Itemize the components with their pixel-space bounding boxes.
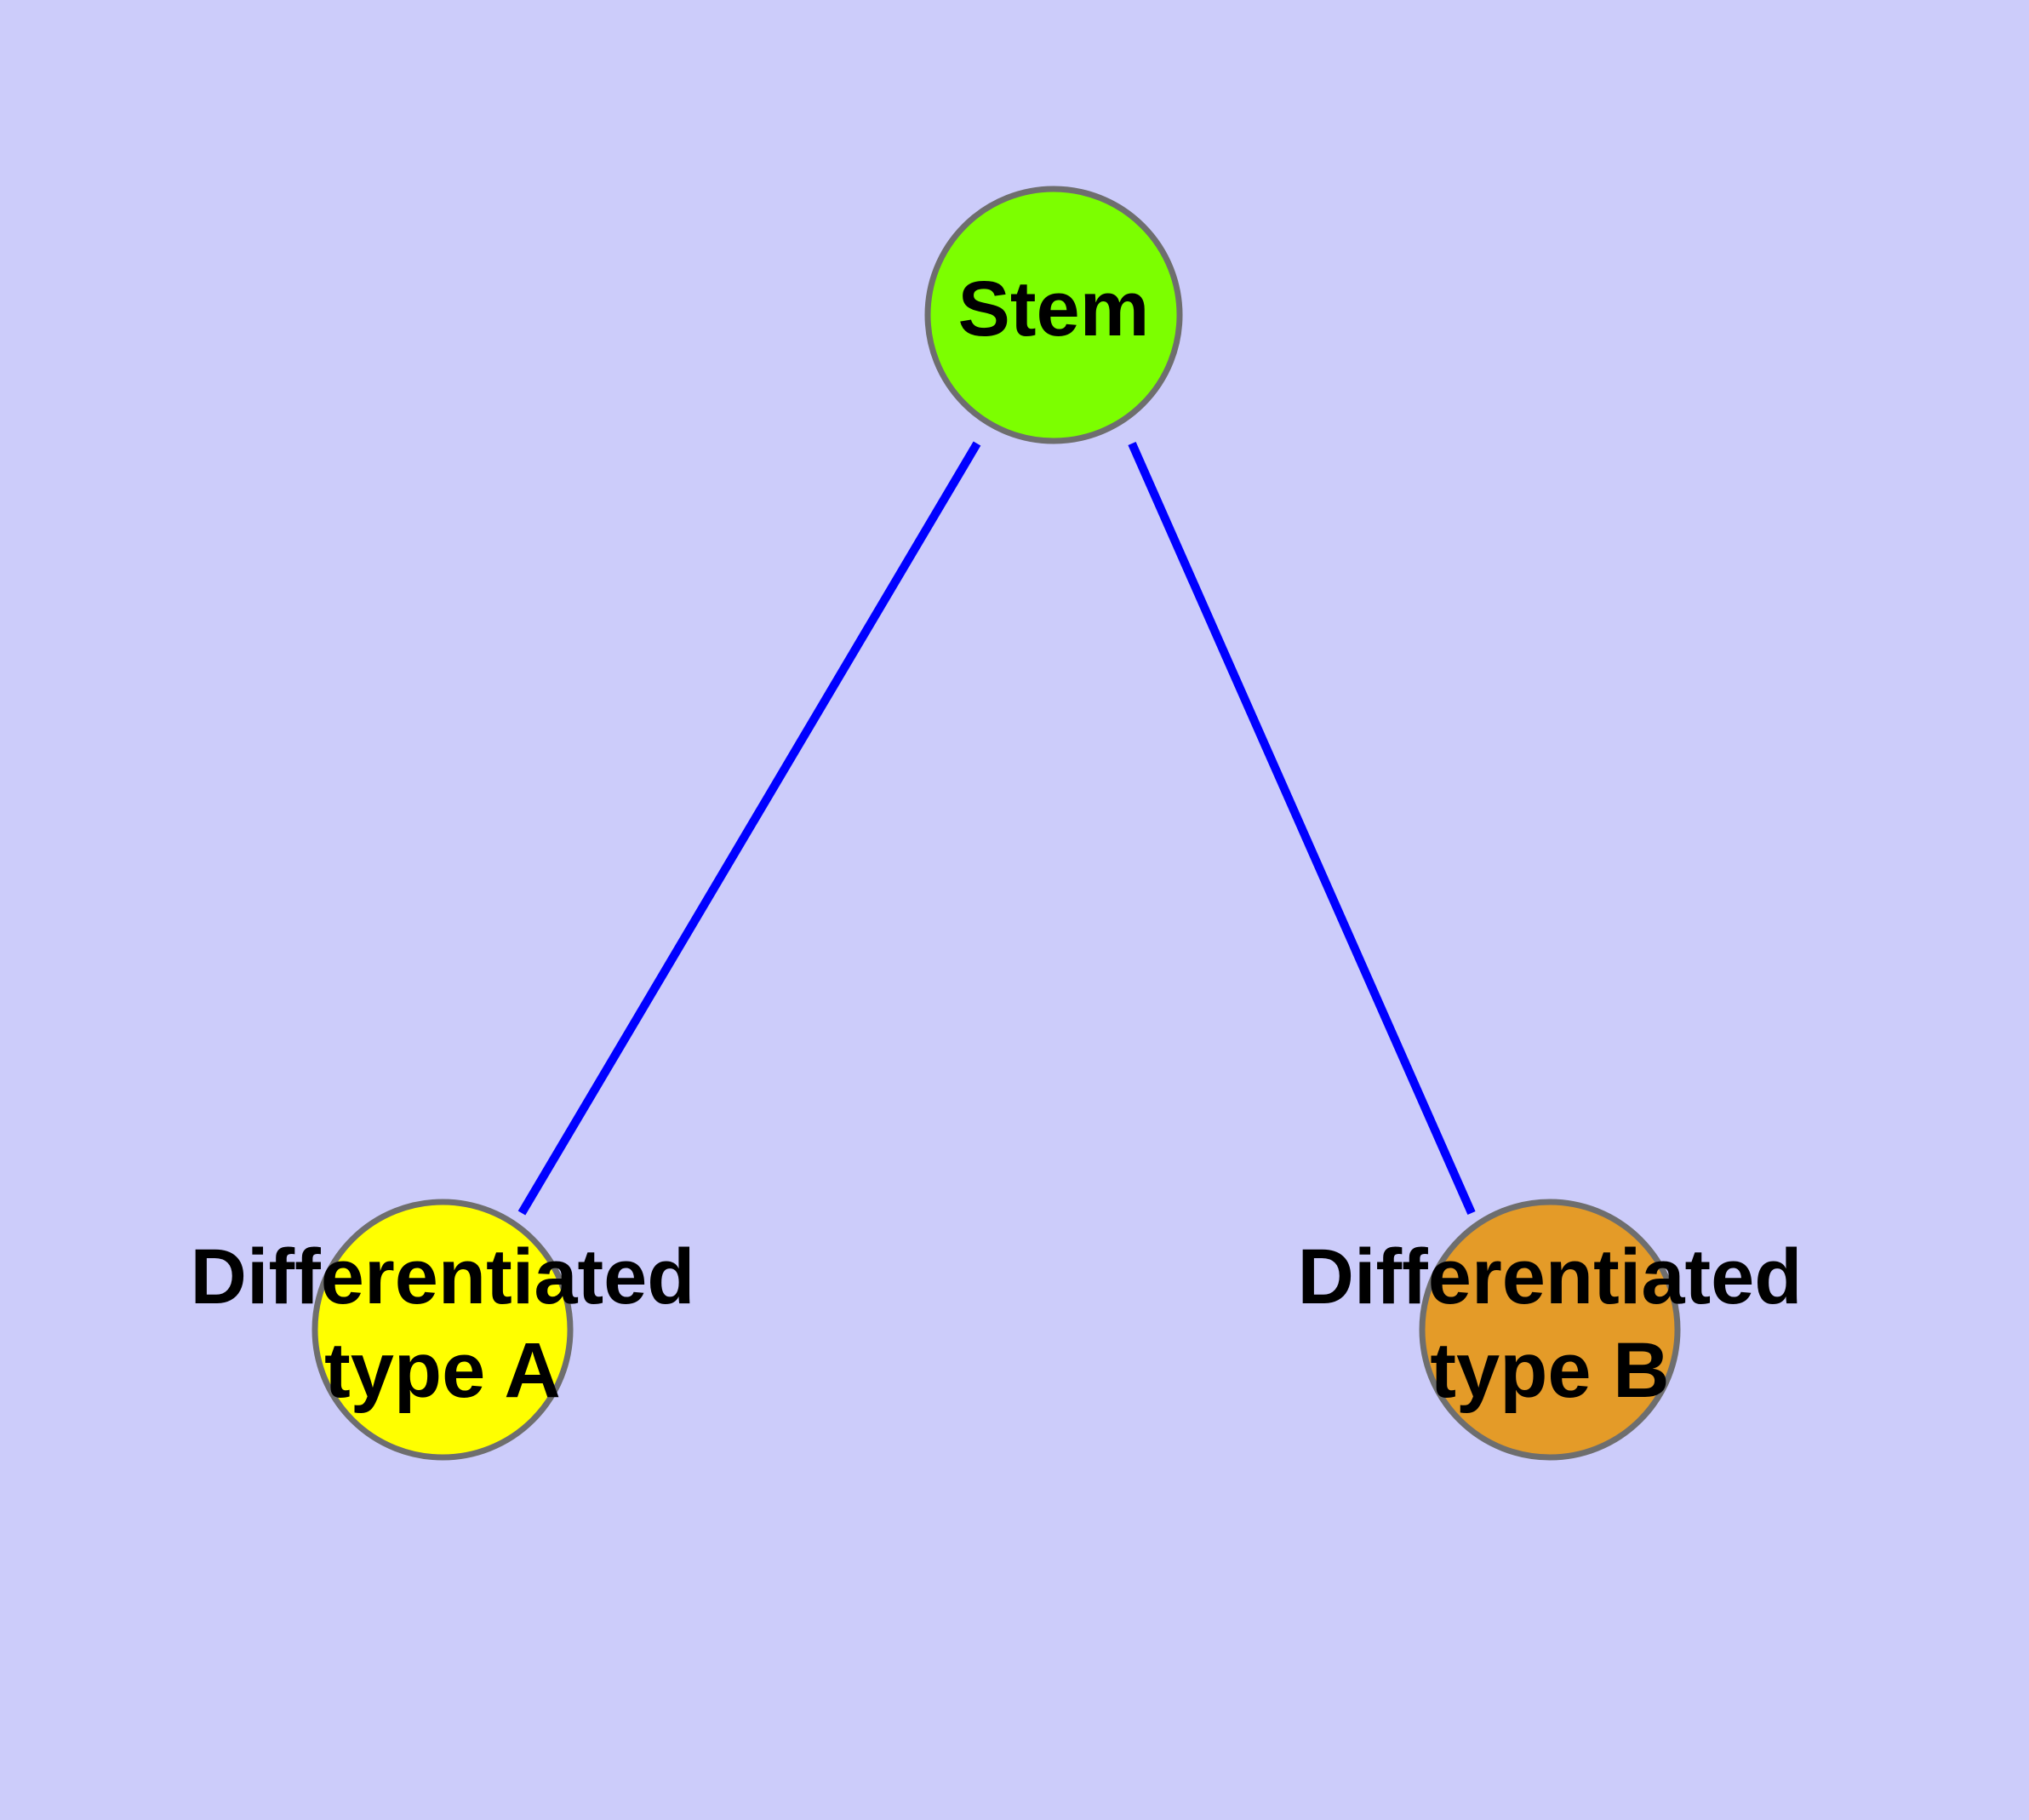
node-diff_b[interactable] xyxy=(1419,1199,1681,1461)
node-label-line: Differentiated xyxy=(191,1233,695,1320)
node-label-line: Differentiated xyxy=(1298,1233,1803,1320)
edge-layer xyxy=(517,441,1476,1216)
edge-stem-to-diff_b[interactable] xyxy=(1128,441,1476,1216)
node-label-stem: Stem xyxy=(958,266,1150,352)
node-label-line: type A xyxy=(324,1327,561,1414)
node-label-line: type B xyxy=(1430,1327,1669,1414)
node-label-line: Stem xyxy=(958,266,1150,352)
edge-stem-to-diff_a[interactable] xyxy=(517,441,981,1216)
node-stem[interactable] xyxy=(924,186,1183,444)
node-layer xyxy=(311,186,1681,1461)
node-diff_a[interactable] xyxy=(311,1199,574,1461)
